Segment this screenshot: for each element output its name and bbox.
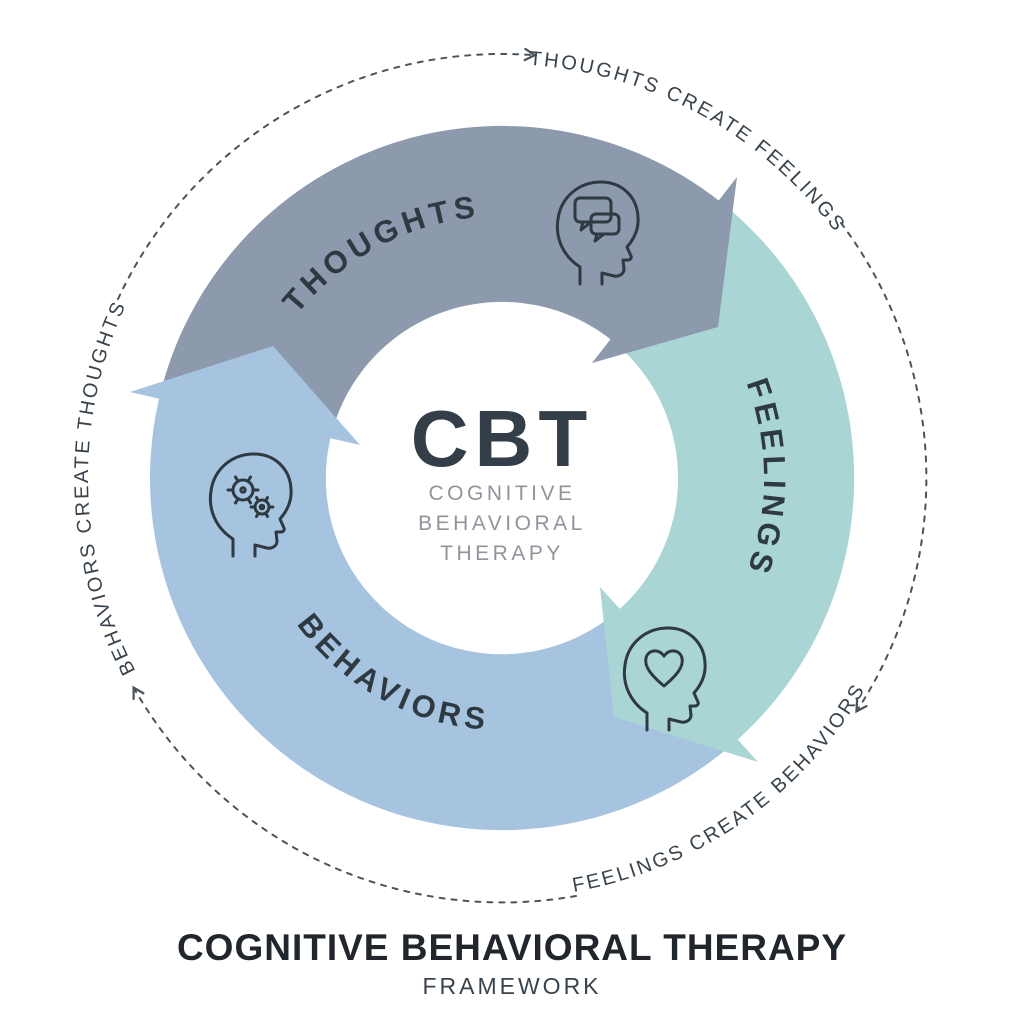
head-heart-icon xyxy=(622,626,707,732)
footer-title: COGNITIVE BEHAVIORAL THERAPY xyxy=(177,927,847,968)
segment-behaviors xyxy=(149,387,728,831)
head-gears-icon xyxy=(208,452,293,558)
footer-subtitle: FRAMEWORK xyxy=(422,973,601,999)
segment-thoughts xyxy=(162,125,728,433)
dashed-arc-thoughts-to-feelings xyxy=(840,222,928,714)
behaviors-arrowhead xyxy=(130,346,360,445)
caption-behaviors-create-thoughts: BEHAVIORS CREATE THOUGHTS xyxy=(71,297,140,679)
thoughts-arrowhead xyxy=(592,177,737,363)
cbt-subtitle-line-1: COGNITIVE xyxy=(428,482,575,505)
feelings-arrowhead xyxy=(600,587,758,762)
center-title: CBT COGNITIVE BEHAVIORAL THERAPY xyxy=(411,394,593,565)
cbt-acronym: CBT xyxy=(411,394,593,483)
cbt-subtitle-line-2: BEHAVIORAL xyxy=(418,512,586,535)
dashed-arc-behaviors-to-thoughts xyxy=(117,47,538,300)
footer: COGNITIVE BEHAVIORAL THERAPY FRAMEWORK xyxy=(177,927,847,999)
dashed-arc-feelings-to-behaviors xyxy=(132,685,577,904)
head-speech-bubbles-icon xyxy=(555,180,640,286)
segment-feelings xyxy=(615,208,855,748)
outer-dashed-cycle xyxy=(117,47,928,904)
cbt-subtitle-line-3: THERAPY xyxy=(440,542,564,565)
cycle-ring xyxy=(130,125,855,831)
